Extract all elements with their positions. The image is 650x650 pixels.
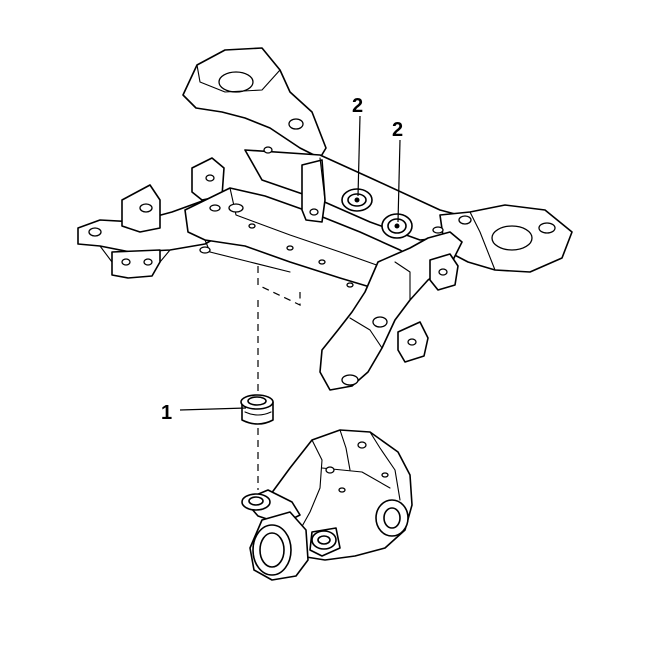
leader-line-2b: [397, 139, 401, 223]
subframe-crossmember-icon: [77, 47, 573, 391]
leader-line-1: [179, 407, 247, 411]
differential-housing-icon: [241, 429, 413, 581]
leader-line-2a: [357, 115, 361, 197]
callout-2-left: 2: [352, 95, 363, 117]
rubber-bushing-icon: [240, 394, 274, 425]
callout-1: 1: [161, 402, 172, 424]
alignment-stub: [257, 266, 301, 306]
callout-2-right: 2: [392, 119, 403, 141]
